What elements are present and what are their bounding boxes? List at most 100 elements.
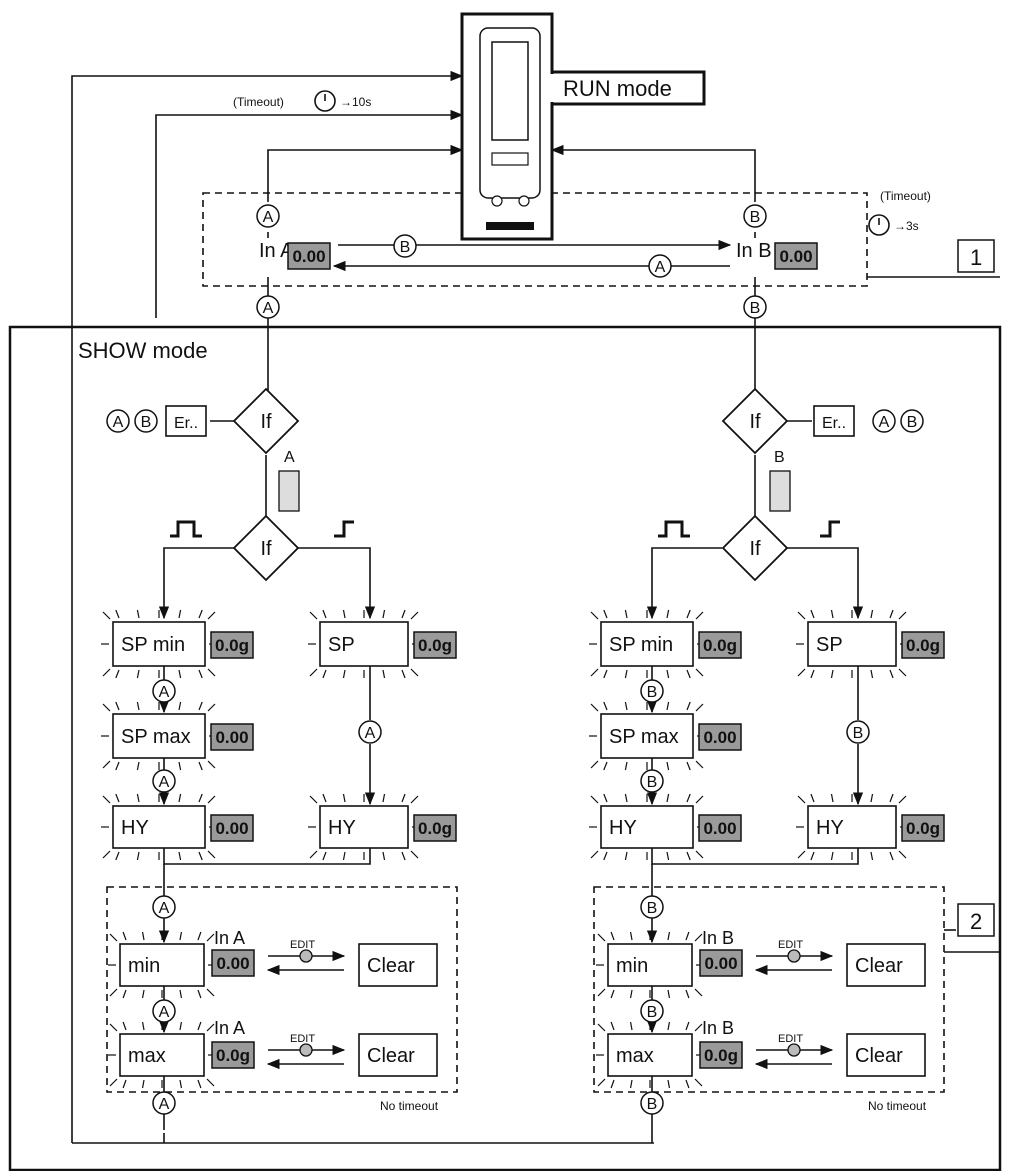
if-diamond-label: If	[260, 538, 272, 560]
device-icon	[460, 12, 554, 241]
blink-rays	[101, 793, 217, 861]
sp-min-box: SP min	[600, 621, 694, 667]
edit-label: EDIT	[778, 939, 803, 951]
key-b-circle-label: B	[907, 414, 918, 431]
in-a-display-value: 0.00	[292, 247, 325, 266]
min-display: 0.00	[699, 949, 743, 977]
key-b-circle-label: B	[750, 209, 761, 226]
timer-icon	[868, 214, 890, 236]
hy-display-value: 0.00	[703, 819, 736, 838]
max-in-label: In A	[214, 1018, 245, 1038]
max-display-value: 0.0g	[704, 1046, 738, 1065]
key-a-circle-label: A	[113, 414, 124, 431]
clear-button: Clear	[846, 943, 926, 987]
hy-box: HY	[319, 805, 409, 849]
max-box: max	[119, 1033, 205, 1077]
key-a-circle-label: A	[159, 1096, 170, 1113]
sp-display: 0.0g	[413, 631, 457, 659]
sp-box: SP	[807, 621, 897, 667]
level-indicator	[769, 470, 791, 512]
key-a-circle: A	[106, 409, 130, 433]
key-b-circle-label: B	[647, 1096, 658, 1113]
sp-max-box: SP max	[600, 713, 694, 759]
key-b-circle: B	[743, 295, 767, 319]
hy-display-value: 0.0g	[418, 819, 452, 838]
min-in-label: In A	[214, 928, 245, 948]
level-indicator	[278, 470, 300, 512]
sp-min-display: 0.0g	[210, 631, 254, 659]
key-a-circle: A	[358, 720, 382, 744]
key-b-circle-label: B	[750, 300, 761, 317]
key-a-circle: A	[872, 409, 896, 433]
sp-max-display: 0.00	[698, 723, 742, 751]
min-box-label: min	[616, 955, 648, 977]
key-a-circle: A	[152, 769, 176, 793]
error-box-right: Er..	[813, 405, 855, 437]
sp-max-display-value: 0.00	[703, 728, 736, 747]
max-box: max	[607, 1033, 693, 1077]
timeout-top-value: →10s	[340, 95, 371, 109]
key-b-circle-label: B	[647, 774, 658, 791]
sp-box-label: SP	[816, 634, 843, 656]
clear-button-label: Clear	[367, 955, 415, 977]
timer-icon	[314, 90, 336, 112]
sp-min-display: 0.0g	[698, 631, 742, 659]
key-b-circle-label: B	[853, 725, 864, 742]
if-diamond: If	[721, 387, 789, 455]
in-b-label: In B	[736, 240, 772, 262]
sp-box: SP	[319, 621, 409, 667]
hy-box-label: HY	[328, 817, 356, 839]
blink-rays	[589, 701, 705, 771]
sp-display-value: 0.0g	[906, 636, 940, 655]
sp-display: 0.0g	[901, 631, 945, 659]
key-a-circle: A	[152, 1091, 176, 1115]
show-mode-label: SHOW mode	[78, 338, 208, 363]
key-a-circle-label: A	[159, 684, 170, 701]
no-timeout-label: No timeout	[868, 1099, 927, 1113]
blink-rays	[308, 609, 420, 679]
key-a-circle-label: A	[159, 774, 170, 791]
error-box-left-label: Er..	[174, 415, 198, 432]
hy-box: HY	[600, 805, 694, 849]
if-diamond: If	[721, 514, 789, 582]
hy-box-label: HY	[816, 817, 844, 839]
in-a-label: In A	[259, 240, 294, 262]
edit-label: EDIT	[290, 939, 315, 951]
key-b-circle-label: B	[141, 414, 152, 431]
key-b-circle: B	[640, 999, 664, 1023]
if-diamond-label: If	[260, 411, 272, 433]
hy-box: HY	[112, 805, 206, 849]
hy-display: 0.0g	[413, 814, 457, 842]
in-a-display: 0.00	[287, 242, 331, 270]
double-pulse-icon	[658, 520, 690, 538]
blink-rays	[796, 609, 908, 679]
sp-min-box: SP min	[112, 621, 206, 667]
blink-rays	[596, 1021, 704, 1089]
in-b-display-value: 0.00	[779, 247, 812, 266]
edit-label: EDIT	[290, 1033, 315, 1045]
edit-key-icon	[787, 949, 801, 963]
hy-display-value: 0.0g	[906, 819, 940, 838]
key-b-circle: B	[134, 409, 158, 433]
blink-rays	[308, 793, 420, 861]
key-b-circle-label: B	[400, 239, 411, 256]
edit-key-icon	[299, 949, 313, 963]
sp-max-box-label: SP max	[121, 726, 191, 748]
timeout-right-label: (Timeout)	[880, 189, 931, 203]
sp-min-box-label: SP min	[121, 634, 185, 656]
min-box-label: min	[128, 955, 160, 977]
key-a-circle-label: A	[655, 259, 666, 276]
hy-display: 0.00	[210, 814, 254, 842]
in-b-display: 0.00	[774, 242, 818, 270]
key-b-circle: B	[846, 720, 870, 744]
hy-box: HY	[807, 805, 897, 849]
sp-min-display-value: 0.0g	[215, 636, 249, 655]
key-b-circle: B	[640, 1091, 664, 1115]
key-b-circle: B	[900, 409, 924, 433]
key-a-circle-label: A	[365, 725, 376, 742]
sp-min-display-value: 0.0g	[703, 636, 737, 655]
clear-button-label: Clear	[855, 1045, 903, 1067]
edit-label: EDIT	[778, 1033, 803, 1045]
